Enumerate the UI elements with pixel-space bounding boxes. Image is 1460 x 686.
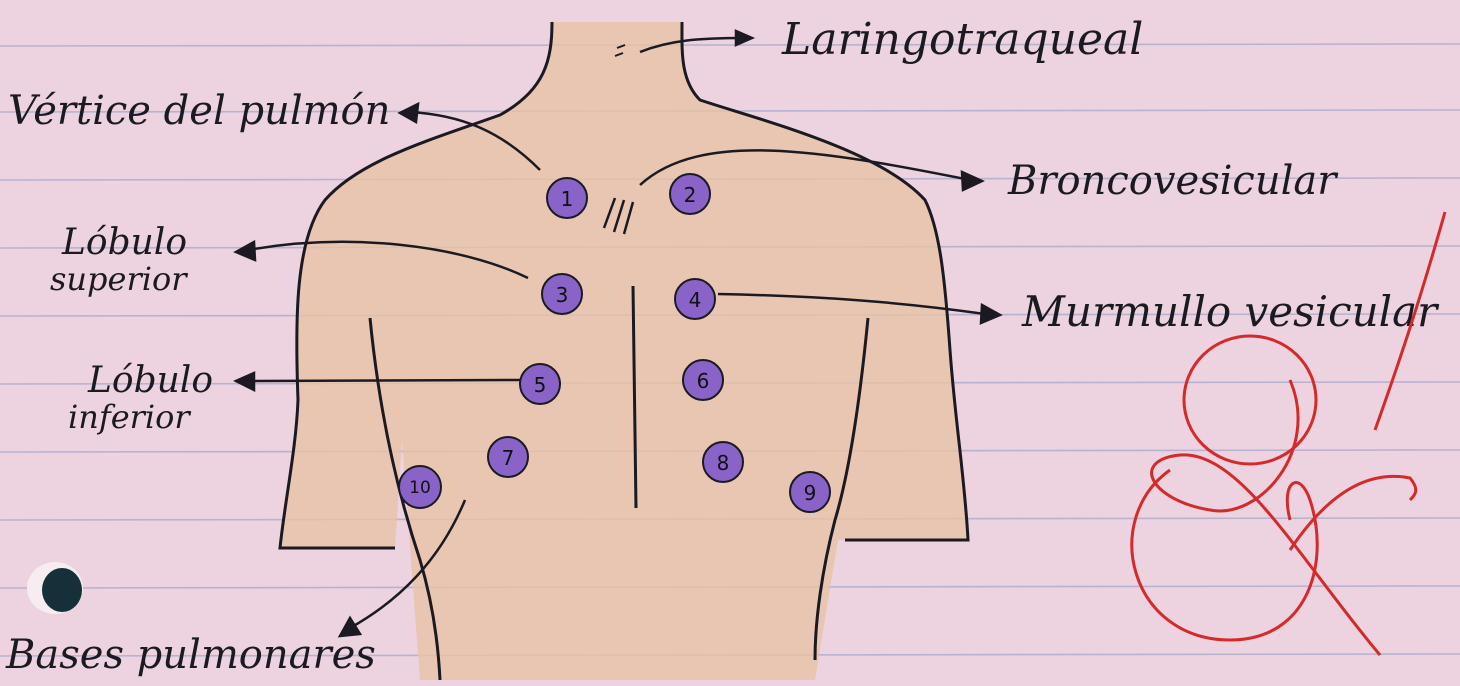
signature [1132,212,1445,655]
arrowhead-laringotraqueal [736,31,752,45]
svg-text:1: 1 [561,187,574,211]
label-lobulo-inferior-line1: Lóbulo [87,360,213,401]
label-bases-pulmonares: Bases pulmonares [5,632,376,678]
label-murmullo-vesicular: Murmullo vesicular [1021,287,1440,336]
svg-text:2: 2 [684,183,697,207]
svg-text:6: 6 [697,369,710,393]
label-vertice-del-pulmon: Vértice del pulmón [8,88,390,134]
label-lobulo-superior-line1: Lóbulo [61,222,187,263]
point-5: 5 [520,364,560,404]
label-lobulo-superior-line2: superior [50,260,188,298]
svg-text:9: 9 [804,481,817,505]
point-6: 6 [683,360,723,400]
point-4: 4 [675,279,715,319]
svg-text:4: 4 [689,288,702,312]
point-8: 8 [703,442,743,482]
arrow-lobulo-inferior [248,380,520,381]
punch-hole [27,562,83,614]
svg-text:5: 5 [534,373,547,397]
point-7: 7 [488,437,528,477]
point-2: 2 [670,174,710,214]
svg-text:3: 3 [556,283,569,307]
svg-text:8: 8 [717,451,730,475]
label-broncovesicular: Broncovesicular [1007,158,1339,204]
svg-text:7: 7 [502,446,515,470]
point-3: 3 [542,274,582,314]
point-9: 9 [790,472,830,512]
label-laringotraqueal: Laringotraqueal [781,14,1143,65]
point-1: 1 [547,178,587,218]
label-lobulo-inferior-line2: inferior [68,398,191,436]
svg-text:10: 10 [409,478,431,498]
point-10: 10 [399,466,441,508]
